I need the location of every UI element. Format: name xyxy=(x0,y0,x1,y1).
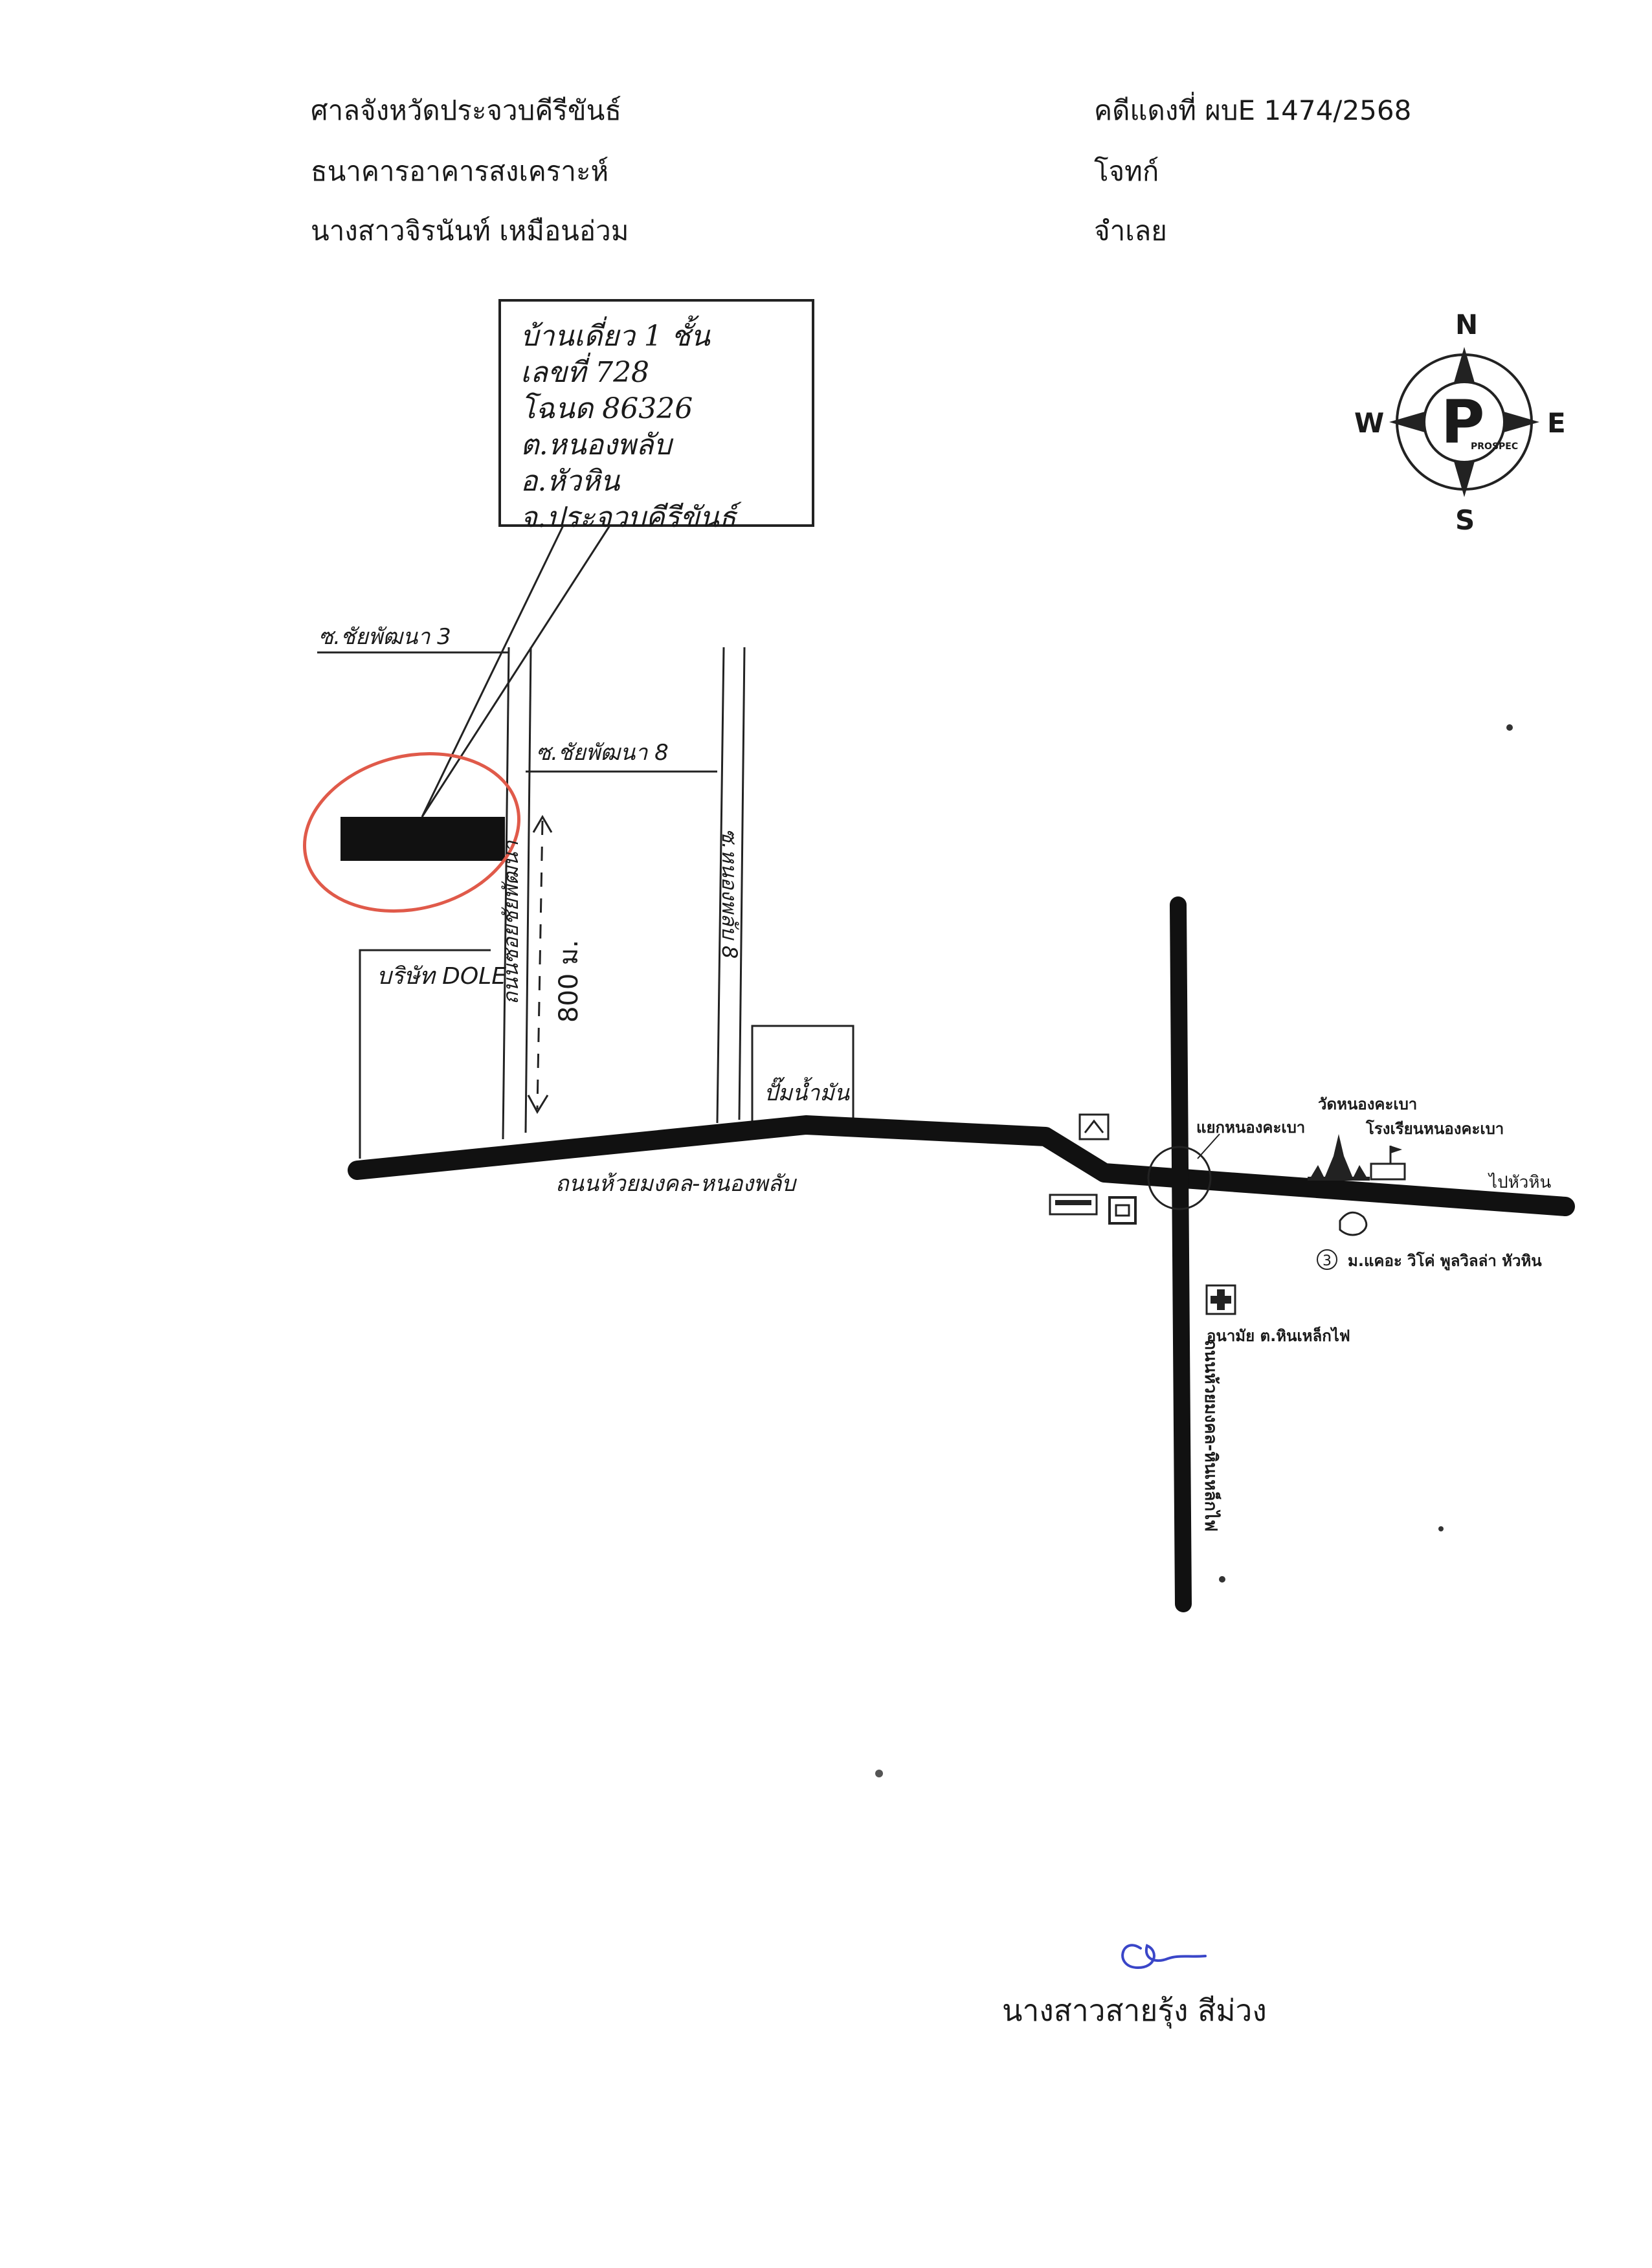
vertical-highway xyxy=(1170,896,1192,1612)
scan-speck xyxy=(1506,724,1513,731)
compass-east-arrow xyxy=(1499,410,1539,434)
plaintiff-role: โจทก์ xyxy=(1094,155,1159,187)
gas-station-outline xyxy=(751,1025,854,1126)
shop-icon xyxy=(1078,1113,1110,1140)
nong-phlap-soi-right-edge xyxy=(738,647,746,1120)
seven-eleven-icon xyxy=(1108,1196,1137,1225)
callout-line-district: อ.หัวหิน xyxy=(520,465,620,498)
callout-line-subdistrict: ต.หนองพลับ xyxy=(520,428,672,461)
defendant-role: จำเลย xyxy=(1094,215,1167,247)
dole-label: บริษัท DOLE xyxy=(377,963,506,990)
village-label: ม.แคอะ วิโค่ พูลวิลล่า หัวหิน xyxy=(1348,1251,1542,1271)
compass-logo-letter: P xyxy=(1441,388,1484,457)
distance-label: 800 ม. xyxy=(554,940,584,1023)
temple-icon xyxy=(1308,1134,1370,1181)
dole-building-outline xyxy=(359,949,491,1159)
callout-pointer xyxy=(421,525,611,817)
compass-north-label: N xyxy=(1455,309,1478,340)
property-marker xyxy=(340,817,505,861)
signature-name: นางสาวสายรุ้ง สีม่วง xyxy=(1002,1993,1267,2028)
main-soi-left-edge xyxy=(502,647,510,1140)
plaintiff-name: ธนาคารอาคารสงเคราะห์ xyxy=(311,155,609,187)
to-hua-hin-label: ไปหัวหิน xyxy=(1488,1172,1551,1192)
defendant-name: นางสาวจิรนันท์ เหมือนอ่วม xyxy=(311,215,629,247)
route-number-badge xyxy=(1317,1249,1337,1270)
property-callout: บ้านเดี่ยว 1 ชั้น เลขที่ 728 โฉนด 86326 … xyxy=(498,299,814,534)
school-label: โรงเรียนหนองคะเบา xyxy=(1365,1119,1504,1138)
main-road-label: ถนนห้วยมงคล-หนองพลับ xyxy=(555,1171,797,1197)
health-center-label: อนามัย ต.หินเหล็กไฟ xyxy=(1207,1326,1350,1345)
temple-label: วัดหนองคะเบา xyxy=(1318,1095,1417,1113)
nong-phlap-soi-left-edge xyxy=(716,647,725,1124)
compass-west-label: W xyxy=(1354,407,1384,439)
main-road xyxy=(348,1115,1575,1216)
main-soi-right-edge xyxy=(524,647,532,1133)
callout-line-deed: โฉนด 86326 xyxy=(520,392,693,425)
nong-phlap-soi-label: ซ.หนองพลับ 8 xyxy=(717,828,742,959)
intersection-label: แยกหนองคะเบา xyxy=(1196,1118,1305,1137)
compass-logo-text: PROSPEC xyxy=(1471,441,1518,452)
scan-speck xyxy=(875,1770,883,1777)
gas-station-label: ปั๊มน้ำมัน xyxy=(764,1076,850,1106)
vertical-highway-label: ถนนห้วยมงคล-หินเหล็กไฟ xyxy=(1201,1340,1222,1531)
callout-line-province: จ.ประจวบคีรีขันธ์ xyxy=(520,501,737,534)
compass-west-arrow xyxy=(1389,410,1429,434)
main-soi-label: ถนนซอยชัยพัฒนา xyxy=(498,840,523,1005)
court-name: ศาลจังหวัดประจวบคีรีขันธ์ xyxy=(311,94,621,126)
soi-8-label: ซ.ชัยพัฒนา 8 xyxy=(536,740,669,766)
compass-rose: N S W E P PROSPEC xyxy=(1354,309,1566,536)
school-icon xyxy=(1370,1146,1406,1181)
distance-arrow-head-bottom xyxy=(527,1095,549,1115)
intersection-circle xyxy=(1147,1146,1212,1210)
distance-arrow-line xyxy=(536,820,544,1110)
callout-line-house-number: เลขที่ 728 xyxy=(520,356,650,389)
scan-speck xyxy=(1219,1576,1225,1583)
village-icon xyxy=(1339,1211,1368,1236)
compass-north-arrow xyxy=(1453,347,1476,387)
bank-icon xyxy=(1049,1194,1098,1216)
route-number-label: 3 xyxy=(1323,1253,1332,1269)
soi-3-label: ซ.ชัยพัฒนา 3 xyxy=(318,624,451,650)
intersection-pointer xyxy=(1197,1133,1220,1159)
case-number: คดีแดงที่ ผบE 1474/2568 xyxy=(1094,94,1412,126)
scan-speck xyxy=(1438,1526,1444,1531)
distance-arrow-head-top xyxy=(532,815,553,833)
compass-south-label: S xyxy=(1455,504,1475,536)
compass-south-arrow xyxy=(1453,457,1476,497)
callout-line-type: บ้านเดี่ยว 1 ชั้น xyxy=(520,320,710,353)
signature-scribble xyxy=(1121,1944,1207,1970)
compass-east-label: E xyxy=(1547,407,1566,439)
property-circle-marker xyxy=(303,752,520,913)
health-center-icon xyxy=(1205,1284,1236,1315)
